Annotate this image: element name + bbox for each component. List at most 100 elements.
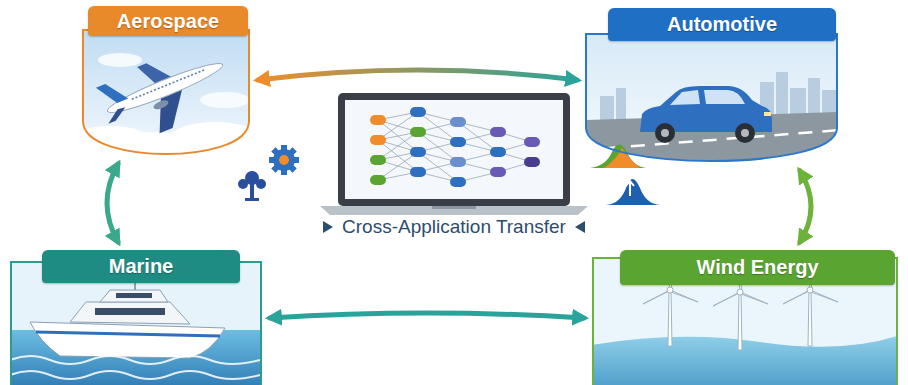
city-skyline-part — [600, 96, 614, 122]
transfer-arrow — [800, 171, 811, 242]
car-part — [655, 123, 675, 143]
panel-header: Marine — [42, 250, 240, 283]
boat-part — [95, 308, 165, 315]
distribution-icons-part — [604, 148, 640, 168]
gear-icon-part-part — [281, 145, 287, 151]
gear-icon-part-part — [271, 164, 279, 172]
triangle-marker-part — [323, 221, 333, 233]
gear-icon-part — [279, 155, 289, 165]
laptop-part — [345, 100, 563, 199]
laptop-part — [432, 206, 476, 209]
boat-part — [30, 322, 225, 358]
gear-icon-part-part — [288, 164, 296, 172]
waves-part — [10, 356, 260, 364]
transfer-arrow — [270, 313, 584, 318]
clouds — [70, 53, 260, 160]
neural-network-nodes-part — [410, 127, 426, 137]
distribution-icons-part — [626, 181, 634, 196]
distribution-icons-part — [606, 179, 660, 205]
neural-network-nodes-part — [490, 167, 506, 177]
clouds-part — [98, 53, 142, 67]
gear-icon-part-part — [288, 147, 296, 155]
gear-icon-part-part — [293, 157, 299, 163]
gear-icon — [269, 145, 299, 175]
network-tree-icon — [238, 171, 266, 201]
neural-network-nodes-part — [524, 157, 540, 167]
application-panel: Aerospace — [82, 6, 250, 156]
clouds-part — [200, 92, 250, 108]
panel-header: Aerospace — [88, 6, 248, 36]
boat-part — [100, 290, 168, 302]
network-tree-icon-part — [256, 179, 266, 189]
wind-turbines-part — [737, 289, 743, 295]
neural-network-nodes-part — [410, 167, 426, 177]
panel-border — [83, 30, 249, 154]
city-skyline-part — [616, 88, 626, 122]
panel-header: Wind Energy — [620, 250, 895, 285]
panel-border — [586, 34, 837, 161]
neural-network-nodes-part — [450, 137, 466, 147]
neural-network-nodes-part — [370, 135, 386, 145]
car-part — [704, 90, 745, 104]
car-scene — [583, 30, 841, 165]
gear-icons — [238, 145, 299, 201]
center-label-row: Cross-Application Transfer — [0, 216, 908, 238]
neural-network-nodes-part — [450, 177, 466, 187]
car-part — [764, 112, 771, 116]
application-panel: Wind Energy — [592, 250, 898, 385]
sky — [583, 30, 841, 165]
neural-network-nodes-part — [450, 157, 466, 167]
center-label: Cross-Application Transfer — [340, 216, 568, 238]
wind-turbines-part — [807, 287, 813, 293]
laptop-part — [320, 206, 588, 215]
neural-network-nodes-part — [370, 175, 386, 185]
waves — [10, 356, 260, 379]
wind-turbines-part — [668, 290, 672, 346]
waves-part — [10, 371, 260, 379]
neural-network-nodes-part — [370, 155, 386, 165]
neural-network-nodes-part — [450, 117, 466, 127]
transfer-arrow — [258, 70, 577, 80]
application-panel: Marine — [10, 250, 262, 385]
boat-part — [70, 302, 190, 324]
neural-network-nodes — [370, 107, 540, 187]
car-part — [735, 123, 755, 143]
network-tree-icon-part — [238, 179, 248, 189]
gear-icon-part-part — [271, 147, 279, 155]
car-part — [741, 129, 749, 137]
panel-title: Automotive — [667, 13, 777, 36]
sea — [591, 336, 897, 385]
car-part — [670, 90, 700, 105]
gear-icon-part-part — [281, 169, 287, 175]
airplane-scene — [70, 28, 260, 160]
neural-network-links — [378, 112, 532, 182]
airplane — [93, 37, 238, 150]
transfer-arrow — [107, 164, 118, 242]
triangle-marker — [323, 221, 333, 233]
boat — [30, 278, 225, 358]
airplane-part — [105, 106, 129, 124]
neural-network-nodes-part — [490, 127, 506, 137]
airplane-part — [152, 98, 169, 110]
triangle-marker-part — [575, 221, 585, 233]
wind-turbines-part — [808, 290, 812, 346]
car — [640, 86, 772, 143]
neural-network-nodes-part — [410, 147, 426, 157]
gear-icon-part-part — [269, 157, 275, 163]
panel-title: Aerospace — [117, 10, 219, 33]
airplane-part — [96, 78, 128, 108]
panel-title: Marine — [109, 255, 173, 278]
wind-turbines-part — [667, 287, 673, 293]
airplane-part — [132, 69, 206, 99]
boat-part — [36, 332, 220, 336]
network-tree-icon-part — [250, 184, 254, 200]
boat-part — [116, 293, 152, 298]
car-part — [661, 129, 669, 137]
panel-title: Wind Energy — [696, 256, 818, 279]
gear-icon-part — [269, 145, 299, 175]
neural-network-nodes-part — [524, 137, 540, 147]
laptop-part — [338, 93, 570, 206]
